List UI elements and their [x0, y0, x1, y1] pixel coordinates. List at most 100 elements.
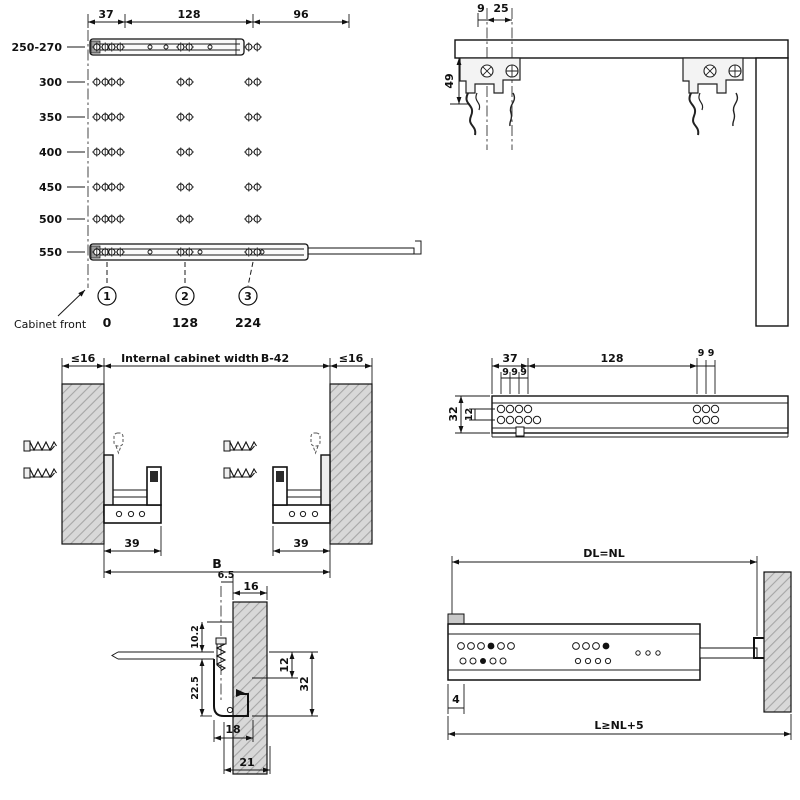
- cabinet-wall-right: [329, 383, 373, 545]
- detail-bracket: [213, 659, 249, 717]
- depth-label: 300: [39, 76, 62, 89]
- dim-label-4: 4: [452, 693, 460, 706]
- cabinet-wall-left: [61, 383, 105, 545]
- dim-label-l: L≥NL+5: [594, 719, 643, 732]
- dim-label-rail-9d: 9: [698, 348, 705, 359]
- depth-label: 550: [39, 246, 62, 259]
- front-fixing-block: [447, 613, 465, 625]
- dim-label-rail-9c: 9: [520, 367, 527, 378]
- dim-4: 4: [447, 684, 465, 714]
- runner-bracket-right: [272, 432, 331, 524]
- depth-label: 450: [39, 181, 62, 194]
- position-markers: 1 2 3 0 128 224: [97, 261, 261, 330]
- panel-cross-section: ≤16 Internal cabinet width B-42 ≤16 39 3…: [23, 352, 373, 578]
- dim-label-9: 9: [477, 2, 485, 15]
- rail-bottom-flange: [491, 433, 789, 438]
- drawer-slide-bottom-extended: [89, 240, 422, 261]
- cabinet-front-label: Cabinet front: [14, 318, 87, 331]
- runner-bracket-left: [103, 432, 162, 524]
- position-value-224: 224: [235, 315, 261, 330]
- rail-holes: [496, 404, 720, 425]
- dim-label-18: 18: [225, 723, 240, 736]
- position-number-2: 2: [181, 290, 189, 303]
- euro-screw: [223, 440, 258, 452]
- dim-label-128: 128: [178, 8, 201, 21]
- dim-label-detail-12: 12: [278, 657, 291, 672]
- dim-label-rail-9e: 9: [708, 348, 715, 359]
- dim-label-39-left: 39: [124, 537, 139, 550]
- rear-hook-bracket: [753, 637, 764, 659]
- position-number-1: 1: [103, 290, 111, 303]
- position-number-3: 3: [244, 290, 252, 303]
- dim-label-rail-9a: 9: [502, 367, 509, 378]
- rail-left-dimensions: 32 12: [447, 395, 495, 434]
- dim-label-max16-right: ≤16: [339, 352, 364, 365]
- dim-39-left: 39: [103, 526, 162, 556]
- drawer-bottom-section: [111, 621, 232, 660]
- euro-screw: [223, 467, 258, 479]
- drawer-front-panel: [763, 571, 792, 713]
- internal-width-value: B-42: [261, 352, 289, 365]
- dim-label-rail-9b: 9: [511, 367, 518, 378]
- dim-39-right: 39: [272, 526, 331, 556]
- dim-label-49: 49: [443, 73, 456, 88]
- runner-body: [447, 623, 701, 681]
- panel-rail-hole-pattern: 37 128 9 9 9 9 9 32 12: [447, 348, 789, 438]
- panel-fixing-top-view: 9 25 49: [443, 2, 789, 327]
- dim-label-37: 37: [98, 8, 113, 21]
- panel-runner-length: DL=NL 4 L≥N: [447, 547, 792, 740]
- depth-label: 350: [39, 111, 62, 124]
- dim-label-b: B: [212, 556, 222, 571]
- dim-label-dl: DL=NL: [583, 547, 625, 560]
- dim-l: L≥NL+5: [447, 714, 792, 740]
- dim-label-25: 25: [493, 2, 508, 15]
- depth-label: 500: [39, 213, 62, 226]
- cabinet-side-panel: [755, 57, 789, 327]
- dim-label-rail-32: 32: [447, 406, 460, 421]
- dim-label-21: 21: [239, 756, 254, 769]
- internal-width-label: Internal cabinet width: [121, 352, 259, 365]
- runner-holes: [457, 642, 661, 665]
- euro-screw: [23, 467, 58, 479]
- detail-left-dimensions: 10.2 22.5: [190, 622, 212, 717]
- position-value-128: 128: [172, 315, 198, 330]
- depth-rows: 250-270 300 350 400 450 500 550: [12, 41, 263, 259]
- runner-rail-extension: [699, 647, 758, 659]
- dim-label-rail-128: 128: [601, 352, 624, 365]
- dim-49: 49: [443, 58, 470, 105]
- locking-clip-right: [682, 57, 744, 136]
- dim-label-102: 10.2: [190, 625, 201, 648]
- dim-label-39-right: 39: [293, 537, 308, 550]
- dim-label-16: 16: [243, 580, 259, 593]
- locking-clip-left: [459, 57, 521, 136]
- dim-65-16: 6.5 16: [218, 570, 268, 600]
- width-dimension-chain: ≤16 Internal cabinet width B-42 ≤16: [61, 352, 373, 384]
- dim-label-detail-32: 32: [298, 676, 311, 691]
- dim-b: B: [103, 556, 331, 578]
- dim-9-25: 9 25: [477, 2, 512, 27]
- dim-label-rail-37: 37: [502, 352, 517, 365]
- cabinet-top-panel: [454, 39, 789, 59]
- panel-fixing-detail: 6.5 16 10.2 22.5 12: [111, 570, 318, 775]
- depth-label: 400: [39, 146, 62, 159]
- dim-label-65: 6.5: [218, 570, 235, 581]
- drawer-slide-top: [89, 38, 245, 56]
- rail-top-dimensions: 37 128 9 9 9 9 9: [491, 348, 716, 394]
- detail-wall: [232, 601, 268, 775]
- dim-dl: DL=NL: [451, 547, 758, 636]
- detail-bottom-dimensions: 18 21: [213, 720, 271, 774]
- rail-notch: [515, 426, 525, 437]
- cabinet-front-arrow: [57, 289, 86, 317]
- dim-label-rail-12: 12: [464, 408, 475, 421]
- panel-drilling-positions: 37 128 96 250-2: [12, 8, 422, 331]
- position-value-0: 0: [103, 315, 112, 330]
- dim-label-max16-left: ≤16: [71, 352, 96, 365]
- depth-label: 250-270: [12, 41, 63, 54]
- top-dimension-chain: 37 128 96: [87, 8, 350, 28]
- fixing-screw: [215, 637, 227, 672]
- dim-label-96: 96: [293, 8, 309, 21]
- euro-screw: [23, 440, 58, 452]
- dim-label-225: 22.5: [190, 676, 201, 699]
